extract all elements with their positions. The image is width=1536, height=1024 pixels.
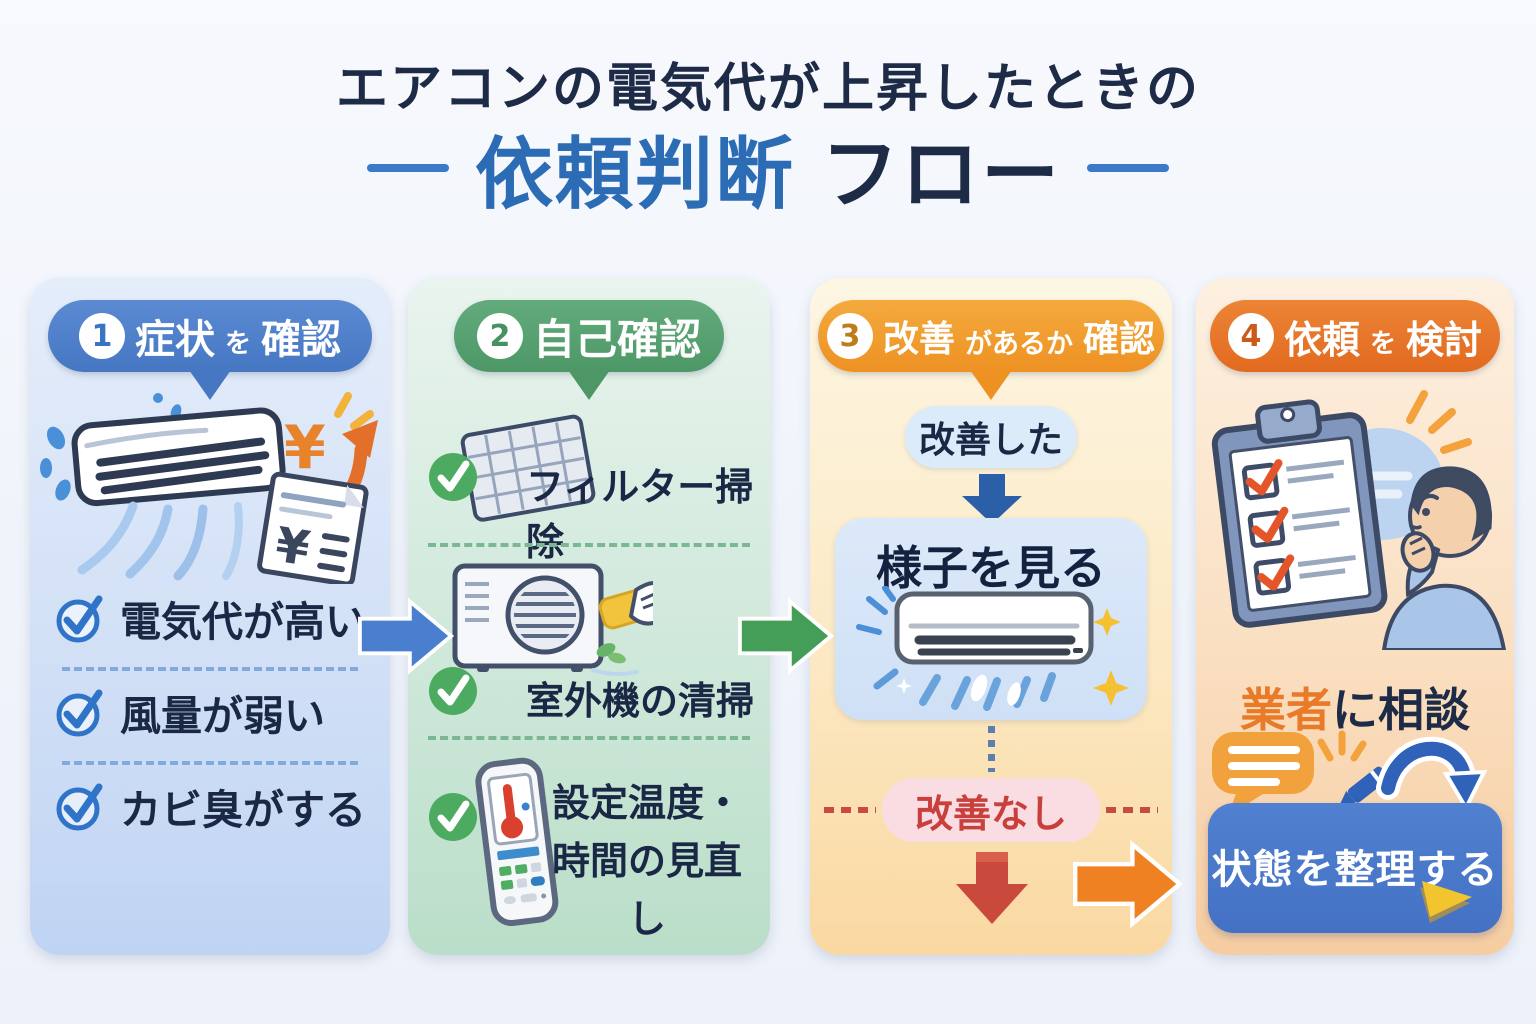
not-improved-pill: 改善なし xyxy=(882,778,1100,842)
divider xyxy=(62,667,358,671)
step4-header-text: 依頼 xyxy=(1283,317,1360,362)
check-circle-icon xyxy=(56,689,103,737)
consult-highlight: 業者 xyxy=(1240,683,1332,737)
sparkle-star-icon xyxy=(1093,608,1121,636)
clipboard-icon xyxy=(1211,399,1388,628)
page-title-line2: 依頼判断 フロー xyxy=(0,112,1536,224)
improved-bubble: 改善した xyxy=(905,406,1077,468)
step2-header-text: 自己確認 xyxy=(532,314,701,364)
step3-panel: 3 改善 があるか 確認 改善した 様子を見る xyxy=(810,278,1172,955)
symptom-label: カビ臭がする xyxy=(120,786,366,834)
step1-header-pointer xyxy=(189,370,231,400)
sparkle-star-icon xyxy=(1093,670,1129,706)
step3-number-badge: 3 xyxy=(826,313,873,359)
step4-panel: 4 依頼 を 検討 xyxy=(1196,278,1514,955)
check-label-line2: 時間の見直し xyxy=(551,839,742,941)
action-label: 状態を整理する xyxy=(1211,847,1499,893)
check-label: フィルター掃除 xyxy=(526,465,754,564)
ac-unit-cost-illustration: ¥ ¥ xyxy=(40,392,378,584)
step2-panel: 2 自己確認 フィルター掃除 xyxy=(408,278,770,955)
check-circle-icon xyxy=(429,453,477,501)
step4-header-text2: 検討 xyxy=(1406,317,1483,362)
filter-icon xyxy=(460,414,596,522)
title-dash-left xyxy=(366,164,449,172)
step2-header-pointer xyxy=(568,370,610,400)
remote-control-icon xyxy=(475,757,559,927)
clean-ac-unit-icon xyxy=(856,586,1129,711)
not-improved-label: 改善なし xyxy=(914,791,1067,836)
divider xyxy=(62,761,358,765)
step1-panel: 1 症状 を 確認 xyxy=(30,278,390,955)
check-circle-icon xyxy=(56,783,103,831)
contact-flow-illustration xyxy=(1212,730,1488,816)
step1-header-text2: 確認 xyxy=(261,317,341,363)
title-dash-right xyxy=(1087,164,1170,172)
dash-connector-right xyxy=(1106,807,1158,813)
step1-header: 1 症状 を 確認 xyxy=(48,300,372,372)
check-label: 室外機の清掃 xyxy=(526,679,755,723)
step3-header-particle: があるか xyxy=(965,328,1073,360)
page-title-rest: フロー xyxy=(821,130,1062,220)
check-circle-icon xyxy=(429,793,477,841)
watch-label: 様子を見る xyxy=(876,541,1106,595)
curved-arrow-icon xyxy=(1376,736,1488,813)
dotted-connector xyxy=(988,726,995,772)
symptom-label: 電気代が高い xyxy=(120,598,366,646)
check-circle-icon xyxy=(429,667,477,715)
right-arrow-icon xyxy=(1073,840,1184,928)
watch-box: 様子を見る xyxy=(835,518,1147,720)
down-arrow-icon xyxy=(956,852,1028,924)
right-arrow-icon xyxy=(738,597,834,675)
checklist-thinking-person-illustration xyxy=(1211,390,1507,650)
symptom-item: 電気代が高い xyxy=(52,586,384,650)
step3-header-text2: 確認 xyxy=(1083,319,1156,360)
step3-header: 3 改善 があるか 確認 xyxy=(818,300,1164,372)
outdoor-unit-icon xyxy=(452,563,653,677)
step1-header-text: 症状 xyxy=(134,317,215,363)
ac-unit-icon xyxy=(71,407,286,507)
step4-number-badge: 4 xyxy=(1227,313,1274,359)
play-triangle-icon xyxy=(1420,881,1472,923)
leaf-icon xyxy=(596,643,626,664)
divider xyxy=(428,736,750,740)
dash-connector-left xyxy=(824,807,876,813)
consult-rest: に相談 xyxy=(1332,683,1470,737)
step2-number-badge: 2 xyxy=(476,313,523,359)
thinking-person-illustration xyxy=(1381,466,1507,650)
divider xyxy=(428,543,750,547)
check-label-line1: 設定温度・ xyxy=(551,781,742,825)
hand-icon xyxy=(629,581,653,626)
step1-number-badge: 1 xyxy=(78,313,125,359)
improved-label: 改善した xyxy=(918,420,1063,461)
step1-header-particle: を xyxy=(224,328,251,359)
check-circle-icon xyxy=(56,595,103,643)
step4-header-particle: を xyxy=(1369,328,1396,359)
right-arrow-icon xyxy=(358,597,454,675)
check-label-multiline: 設定温度・ 時間の見直し xyxy=(536,774,758,948)
symptom-label: 風量が弱い xyxy=(120,692,325,740)
step4-header: 4 依頼 を 検討 xyxy=(1210,300,1500,372)
step3-header-pointer xyxy=(970,370,1012,400)
consult-text: 業者に相談 xyxy=(1196,674,1514,740)
symptom-item: カビ臭がする xyxy=(52,774,384,838)
down-arrow-icon xyxy=(962,474,1022,524)
page-title-highlight: 依頼判断 xyxy=(474,130,795,220)
action-box: 状態を整理する xyxy=(1208,803,1502,933)
page-title-line1: エアコンの電気代が上昇したときの xyxy=(335,59,1200,119)
yen-icon: ¥ xyxy=(284,413,326,483)
receipt-icon: ¥ xyxy=(257,471,369,584)
symptom-item: 風量が弱い xyxy=(52,680,384,744)
step3-header-text: 改善 xyxy=(882,319,955,360)
step2-header: 2 自己確認 xyxy=(454,300,724,372)
